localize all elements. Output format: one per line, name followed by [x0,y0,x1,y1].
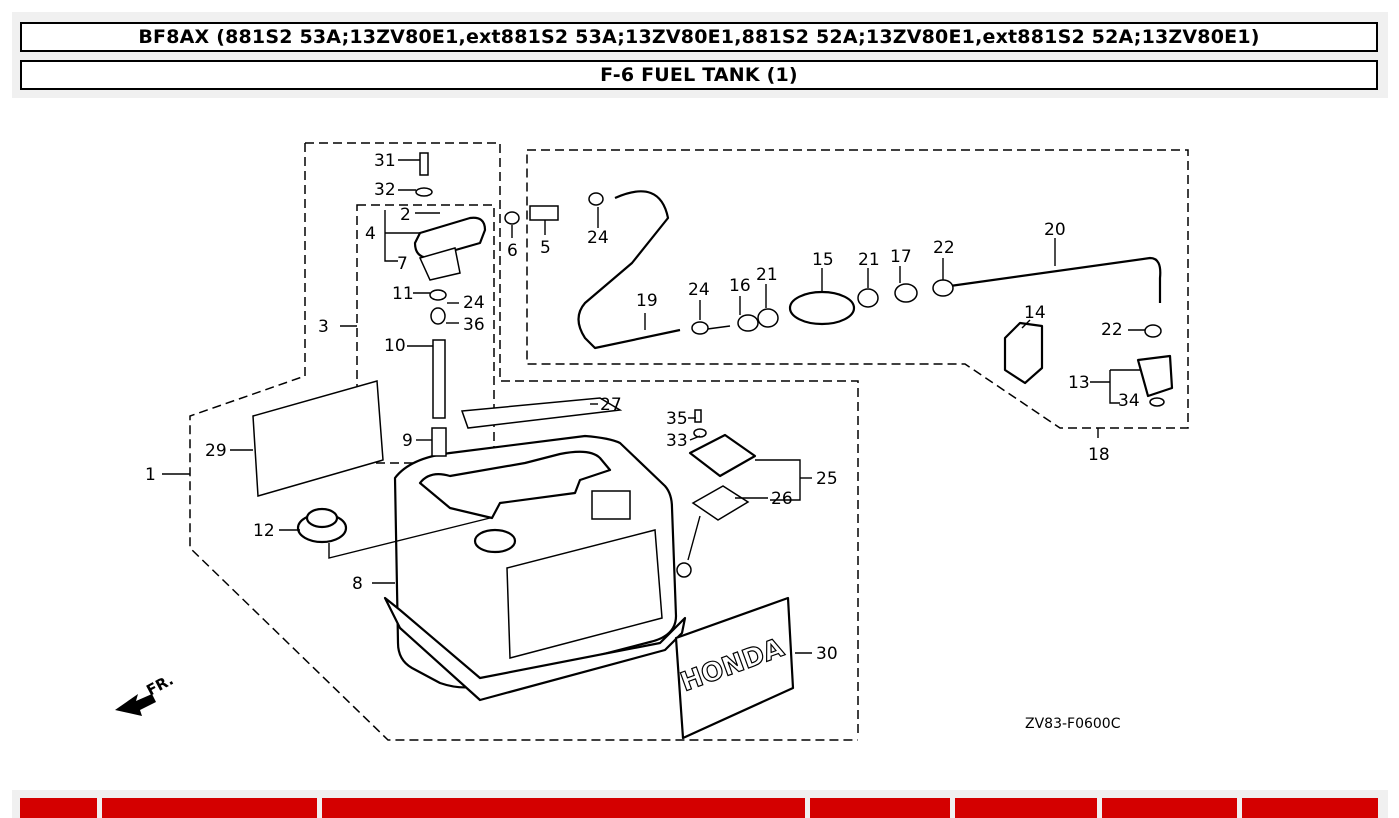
diagram-code: ZV83-F0600C [1025,716,1121,732]
table-column-header [1242,798,1378,818]
callout-labels: 31 32 2 4 7 11 24 36 3 10 9 6 5 24 19 24… [145,151,1140,732]
parts-diagram: HONDA [115,142,1189,741]
callout-30: 30 [816,644,838,664]
leader-lines [162,159,1145,654]
callout-29: 29 [205,441,227,461]
callout-17: 17 [890,247,912,267]
callout-20: 20 [1044,220,1066,240]
callout-18: 18 [1088,445,1110,465]
fuel-cap [296,507,348,544]
table-column-header [322,798,805,818]
callout-26: 26 [771,489,793,509]
callout-11: 11 [392,284,414,304]
front-arrow: FR. [115,671,176,716]
table-column-header [810,798,950,818]
section-title: F-6 FUEL TANK (1) [20,60,1378,90]
callout-31: 31 [374,151,396,171]
callout-9: 9 [402,431,413,451]
callout-3: 3 [318,317,329,337]
callout-1: 1 [145,465,156,485]
callout-22b: 22 [1101,320,1123,340]
callout-22a: 22 [933,238,955,258]
callout-8: 8 [352,574,363,594]
callout-27: 27 [600,395,622,415]
callout-14: 14 [1024,303,1046,323]
fuel-hose [504,190,1162,350]
table-column-header [102,798,317,818]
label-plate [252,380,384,497]
svg-text:FR.: FR. [143,671,176,700]
callout-34: 34 [1118,391,1140,411]
suction-pipe [413,152,623,457]
callout-13: 13 [1068,373,1090,393]
callout-12: 12 [253,521,275,541]
callout-25: 25 [816,469,838,489]
callout-32: 32 [374,180,396,200]
model-title: BF8AX (881S2 53A;13ZV80E1,ext881S2 53A;1… [20,22,1378,52]
callout-15: 15 [812,250,834,270]
callout-7: 7 [397,254,408,274]
callout-35: 35 [666,409,688,429]
fuel-gauge [676,409,757,578]
callout-36: 36 [463,315,485,335]
table-column-header [20,798,97,818]
callout-16: 16 [729,276,751,296]
table-column-header [1102,798,1237,818]
callout-24a: 24 [463,293,485,313]
callout-10: 10 [384,336,406,356]
callout-21b: 21 [858,250,880,270]
callout-2: 2 [400,205,411,225]
callout-21a: 21 [756,265,778,285]
emblem-plate [674,596,795,740]
callout-24b: 24 [587,228,609,248]
callout-5: 5 [540,238,551,258]
table-column-header [955,798,1097,818]
callout-33: 33 [666,431,688,451]
callout-24c: 24 [688,280,710,300]
callout-19: 19 [636,291,658,311]
fuel-connectors [1003,321,1174,407]
callout-4: 4 [365,224,376,244]
callout-6: 6 [507,241,518,261]
fuel-tank [383,434,687,702]
